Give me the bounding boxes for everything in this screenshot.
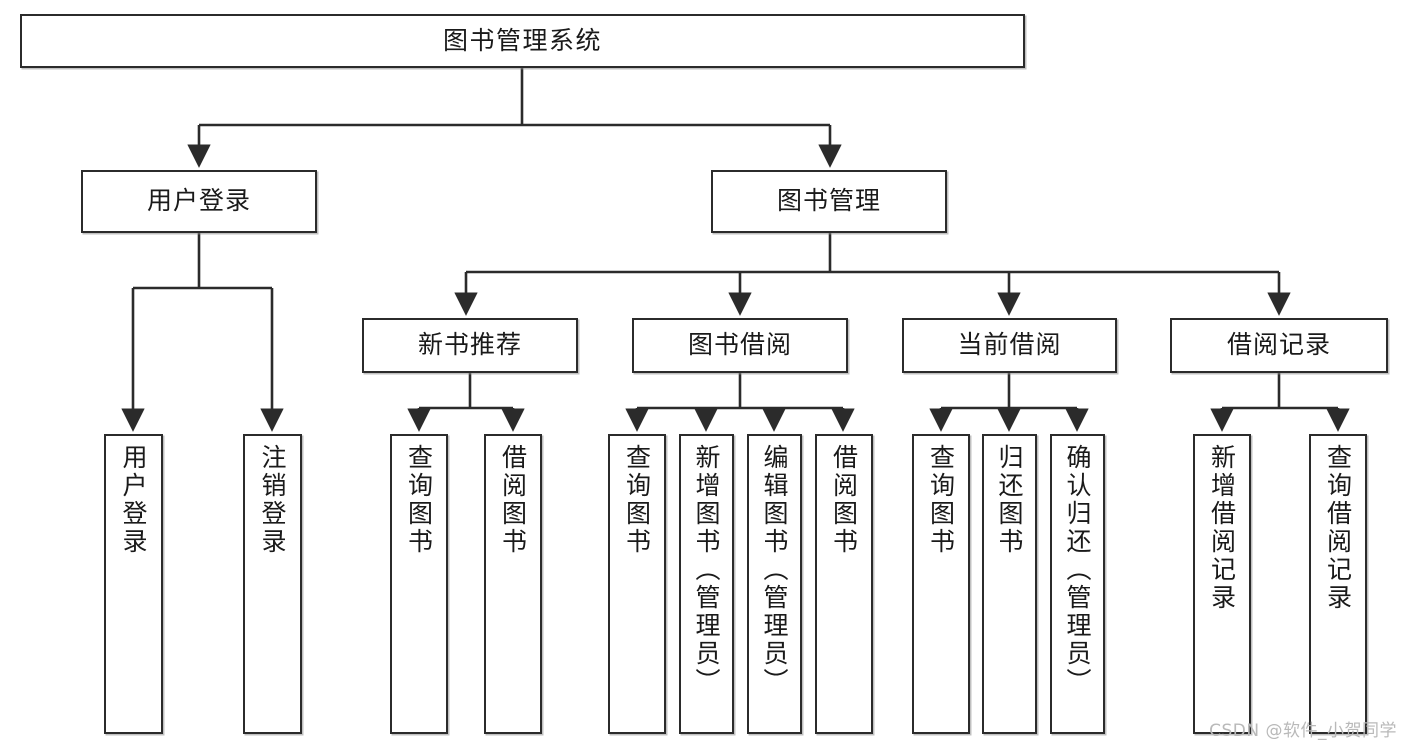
- node-leaf-query-book-borrow[interactable]: 查询图书: [608, 434, 666, 734]
- watermark: CSDN @软件_小贺同学: [1209, 721, 1397, 741]
- node-label: 查询图书: [404, 444, 434, 556]
- node-leaf-confirm-return-admin[interactable]: 确认归还（管理员）: [1050, 434, 1105, 734]
- node-new-book-recommend[interactable]: 新书推荐: [362, 318, 578, 373]
- node-leaf-add-book-admin[interactable]: 新增图书（管理员）: [679, 434, 734, 734]
- node-label: 新增借阅记录: [1207, 444, 1237, 612]
- node-label: 借阅图书: [498, 444, 528, 556]
- node-label: 借阅图书: [829, 444, 859, 556]
- node-label: 图书管理: [776, 186, 881, 216]
- node-label: 新增图书（管理员）: [692, 444, 721, 696]
- node-label: 确认归还（管理员）: [1063, 444, 1092, 696]
- node-current-borrow[interactable]: 当前借阅: [902, 318, 1117, 373]
- node-borrow-record[interactable]: 借阅记录: [1170, 318, 1388, 373]
- node-leaf-user-login[interactable]: 用户登录: [104, 434, 163, 734]
- node-leaf-query-book-recommend[interactable]: 查询图书: [390, 434, 448, 734]
- node-book-borrow[interactable]: 图书借阅: [632, 318, 848, 373]
- node-label: 归还图书: [995, 444, 1024, 556]
- node-leaf-return-book[interactable]: 归还图书: [982, 434, 1037, 734]
- node-leaf-borrow-book[interactable]: 借阅图书: [815, 434, 873, 734]
- node-root-book-management-system[interactable]: 图书管理系统: [20, 14, 1025, 68]
- node-label: 注销登录: [258, 444, 287, 556]
- node-label: 新书推荐: [417, 330, 522, 360]
- node-label: 图书借阅: [687, 330, 792, 360]
- node-label: 查询图书: [622, 444, 652, 556]
- node-label: 查询借阅记录: [1323, 444, 1353, 612]
- node-leaf-add-borrow-record[interactable]: 新增借阅记录: [1193, 434, 1251, 734]
- node-label: 图书管理系统: [442, 25, 602, 55]
- node-leaf-borrow-book-recommend[interactable]: 借阅图书: [484, 434, 542, 734]
- node-label: 借阅记录: [1226, 330, 1331, 360]
- node-leaf-query-borrow-record[interactable]: 查询借阅记录: [1309, 434, 1367, 734]
- node-leaf-edit-book-admin[interactable]: 编辑图书（管理员）: [747, 434, 802, 734]
- node-label: 查询图书: [926, 444, 956, 556]
- node-label: 当前借阅: [957, 330, 1062, 360]
- node-user-login[interactable]: 用户登录: [81, 170, 317, 233]
- node-label: 编辑图书（管理员）: [760, 444, 789, 696]
- node-book-management[interactable]: 图书管理: [711, 170, 947, 233]
- node-leaf-logout[interactable]: 注销登录: [243, 434, 302, 734]
- node-label: 用户登录: [119, 444, 148, 556]
- node-leaf-query-book-current[interactable]: 查询图书: [912, 434, 970, 734]
- node-label: 用户登录: [146, 186, 251, 216]
